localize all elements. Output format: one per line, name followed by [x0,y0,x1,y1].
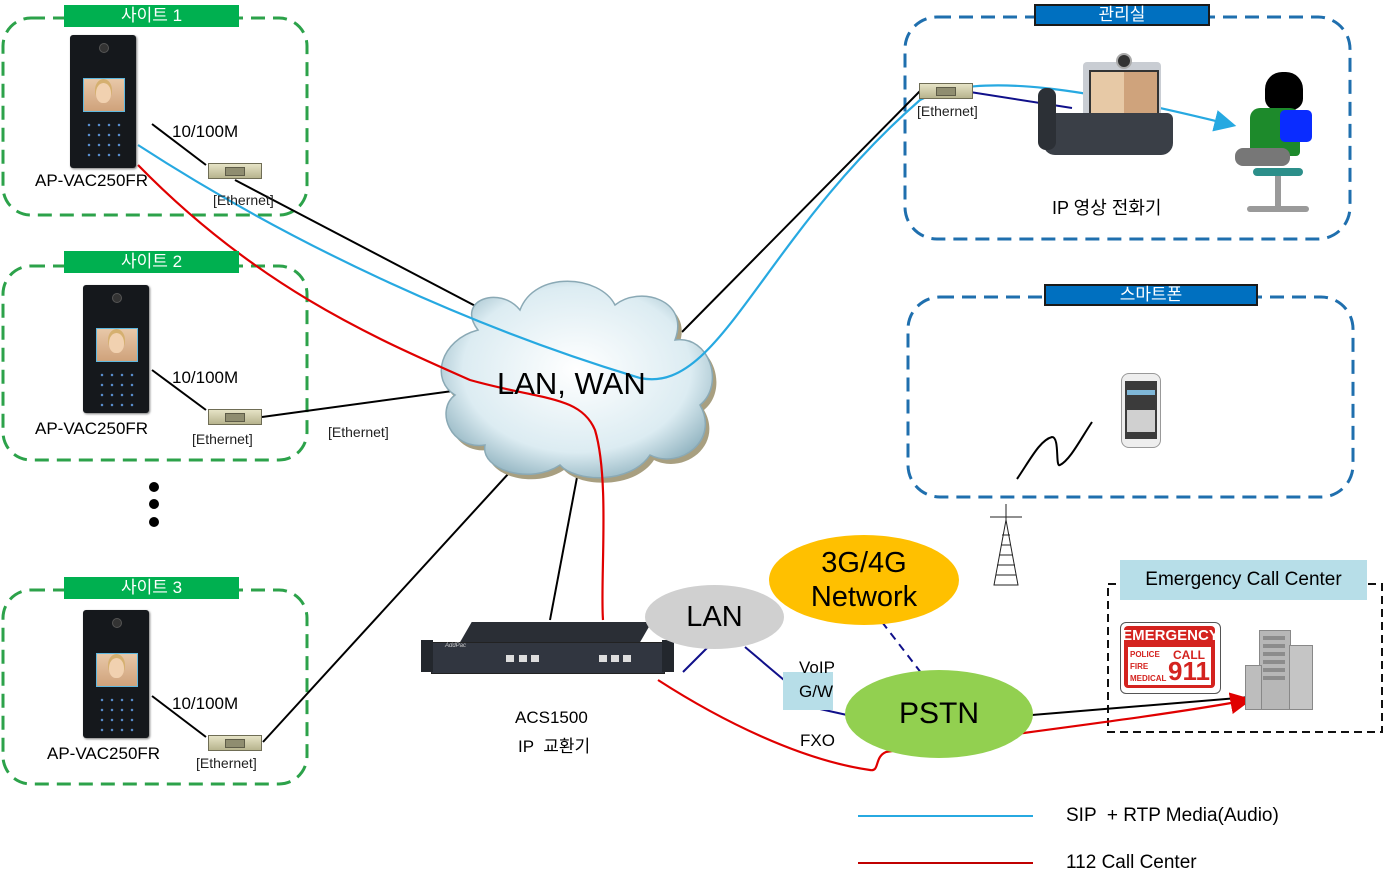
ethernet-switch-icon [919,83,973,99]
site-2-speed: 10/100M [172,368,239,387]
emergency-sign-item: FIRE [1130,662,1149,671]
link-cloud-mgmt-switch [681,90,921,333]
ipx-model: ACS1500 [515,708,588,727]
sip-media-path [137,84,1237,381]
emergency-sign-icon: EMERGENCY POLICE FIRE MEDICAL CALL 911 [1120,622,1221,694]
ethernet-switch-icon [208,163,262,179]
ipx-description: IP 교환기 [518,737,591,756]
voip-gateway-box [783,672,833,710]
legend-sip-label: SIP + RTP Media(Audio) [1066,805,1279,826]
link-cloud-ipx [549,471,579,621]
lan-label: LAN [686,600,743,633]
cloud-label: LAN, WAN [497,366,646,401]
link-gw-pstn [819,708,848,716]
emergency-zone-label: Emergency Call Center [1120,560,1367,600]
site-2-switch-label: [Ethernet] [192,431,253,447]
link-ipx-lan [682,646,709,673]
mobile-network-line1: 3G/4G [821,547,907,579]
smartphone-icon [1121,373,1161,448]
operator-person-icon [1225,70,1315,230]
management-zone-label: 관리실 [1034,4,1210,26]
lan-bubble: LAN [645,585,784,649]
ipx-brand: AddPac [445,643,467,649]
emergency-sign-item: MEDICAL [1130,674,1167,683]
link-site3-switch-cloud [262,449,531,743]
site-1-model: AP-VAC250FR [35,171,149,190]
cell-tower-icon [990,504,1022,586]
management-switch-label: [Ethernet] [917,103,978,119]
site-3-speed: 10/100M [172,694,239,713]
link-site3-device-switch [151,695,207,738]
mobile-network-bubble: 3G/4G Network [769,535,959,625]
site-2-model: AP-VAC250FR [35,419,149,438]
video-door-phone-icon [70,35,136,168]
ethernet-switch-icon [208,735,262,751]
site-3-switch-label: [Ethernet] [196,755,257,771]
wireless-signal [1016,421,1093,480]
link-site1-switch-cloud [234,179,507,323]
legend-112-label: 112 Call Center [1066,852,1197,873]
link-lan-gw [744,646,785,681]
site-2-label: 사이트 2 [64,251,239,273]
video-door-phone-icon [83,285,149,413]
ethernet-switch-icon [208,409,262,425]
fxo-label: FXO [800,731,835,750]
site-3-model: AP-VAC250FR [47,744,161,763]
link-site1-device-switch [151,123,207,166]
ellipsis-dot [149,499,159,509]
site-1-switch-label: [Ethernet] [213,192,274,208]
ellipsis-dot [149,517,159,527]
building-icon [1245,620,1315,710]
voip-gateway-line1: VoIP [799,658,835,677]
ip-video-phone-icon [1033,48,1183,163]
mobile-network-line2: Network [810,581,918,613]
site-1-label: 사이트 1 [64,5,239,27]
video-door-phone-icon [83,610,149,738]
link-site2-switch-cloud [261,386,483,418]
ip-pbx-device-icon: AddPac [421,622,674,678]
pstn-bubble: PSTN [845,670,1033,758]
management-zone [903,15,1352,241]
ellipsis-dot [149,482,159,492]
link-pstn-emergency [1031,696,1251,716]
site-1-speed: 10/100M [172,122,239,141]
emergency-sign-item: POLICE [1130,650,1160,659]
emergency-sign-call: CALL [1173,648,1205,662]
link-site2-device-switch [151,369,207,411]
site-3-label: 사이트 3 [64,577,239,599]
site-2-uplink-label: [Ethernet] [328,424,389,440]
link-mobile-pstn [881,621,923,675]
emergency-call-path [137,164,1248,772]
smartphone-zone-label: 스마트폰 [1044,284,1258,306]
voip-gateway-line2: G/W [799,682,833,701]
emergency-sign-number: 911 [1168,656,1210,686]
emergency-sign-title: EMERGENCY [1122,627,1219,644]
ip-video-phone-label: IP 영상 전화기 [1052,198,1162,218]
pstn-label: PSTN [898,697,979,730]
